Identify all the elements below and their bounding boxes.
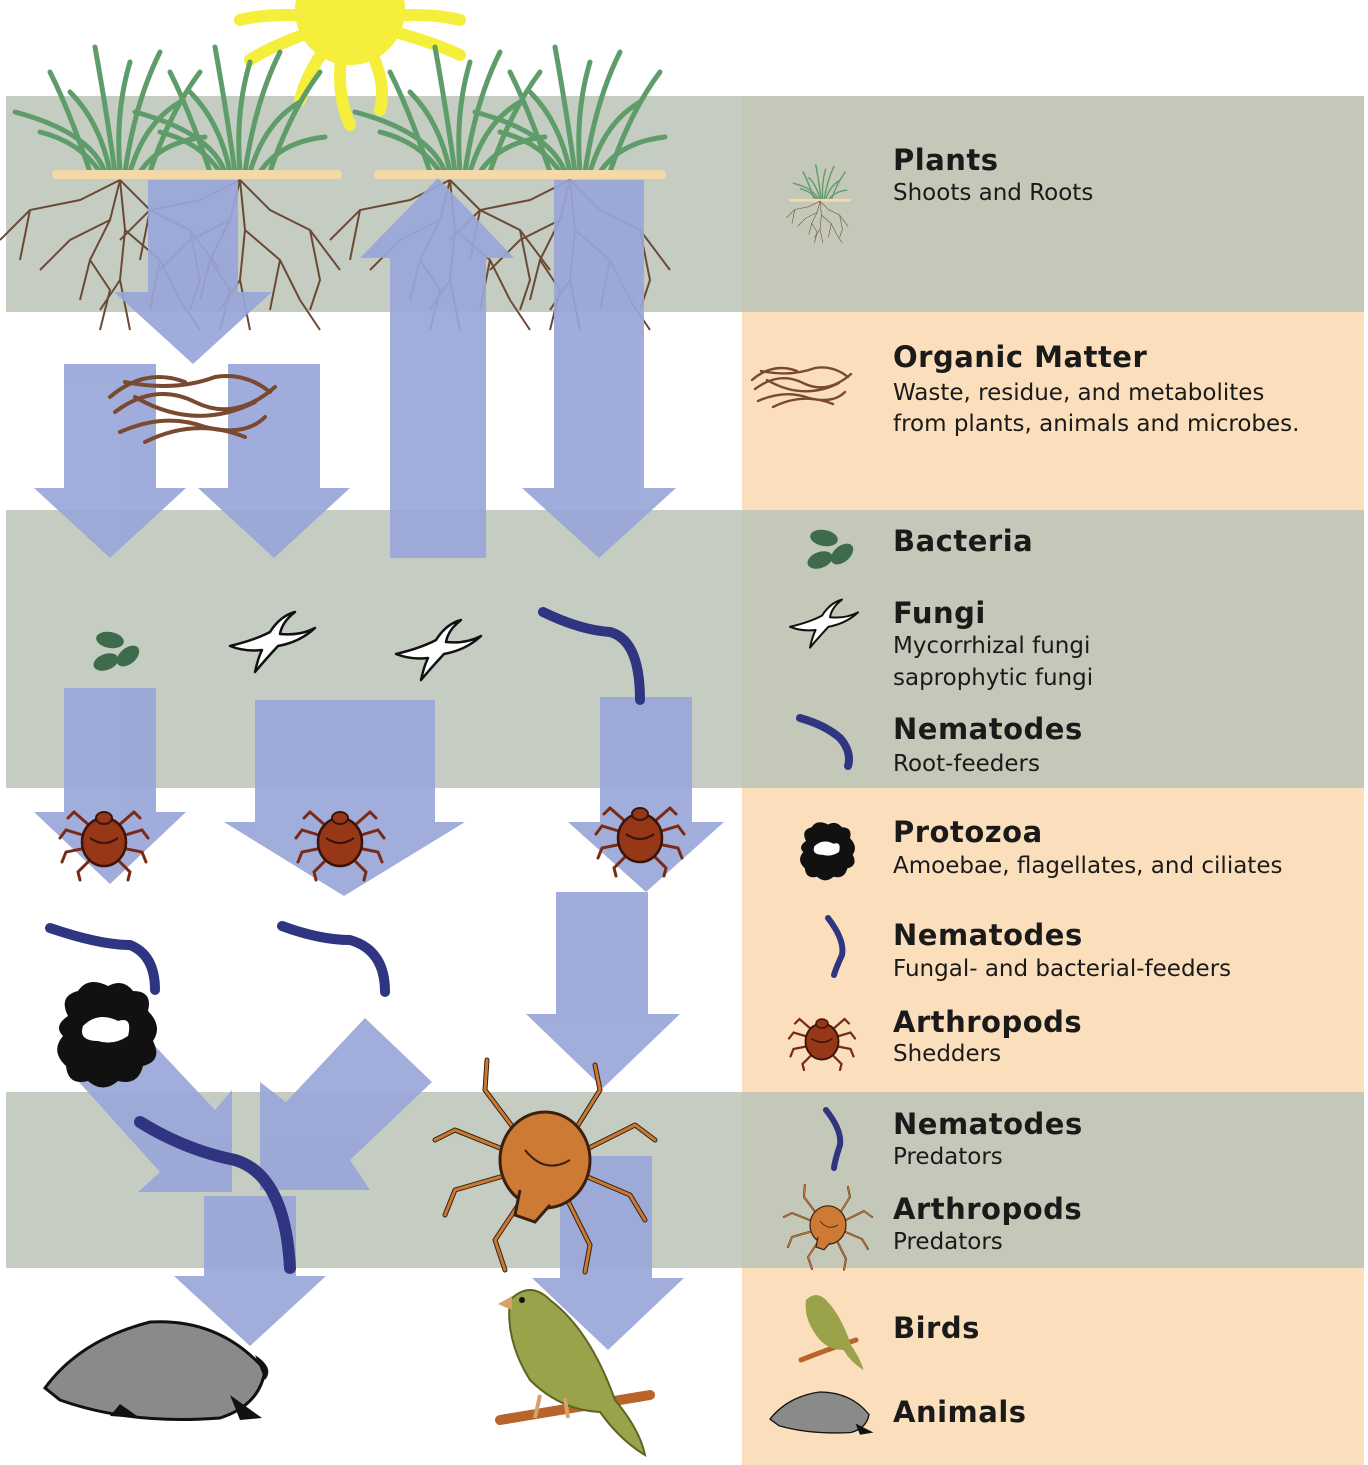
legend-subtitle-arthropods-shedders: Shedders bbox=[893, 1039, 1001, 1070]
legend-subtitle-nematodes-fungal: Fungal- and bacterial-feeders bbox=[893, 954, 1231, 985]
legend-title-arthropods-shedders: Arthropods bbox=[893, 1005, 1082, 1039]
band-higher-right bbox=[742, 1268, 1364, 1465]
arrow-fungi-to-plants bbox=[360, 178, 514, 558]
legend-title-animals: Animals bbox=[893, 1395, 1027, 1429]
legend-title-protozoa: Protozoa bbox=[893, 815, 1043, 849]
legend-line1-organic-matter: Waste, residue, and metabolites bbox=[893, 378, 1264, 409]
legend-title-nematodes-root: Nematodes bbox=[893, 712, 1083, 746]
legend-title-nematodes-predators: Nematodes bbox=[893, 1107, 1083, 1141]
legend-title-bacteria: Bacteria bbox=[893, 524, 1033, 558]
legend-title-plants: Plants bbox=[893, 143, 999, 177]
legend-title-birds: Birds bbox=[893, 1311, 980, 1345]
legend-title-fungi: Fungi bbox=[893, 596, 986, 630]
arrow-mite-to-spider bbox=[526, 892, 680, 1088]
legend-subtitle-protozoa: Amoebae, flagellates, and ciliates bbox=[893, 851, 1282, 882]
legend-subtitle-nematodes-predators: Predators bbox=[893, 1142, 1003, 1173]
legend-title-arthropods-predators: Arthropods bbox=[893, 1192, 1082, 1226]
legend-subtitle-nematodes-root: Root-feeders bbox=[893, 749, 1040, 780]
legend-subtitle-arthropods-predators: Predators bbox=[893, 1227, 1003, 1258]
legend-line2-organic-matter: from plants, animals and microbes. bbox=[893, 409, 1299, 440]
legend-line1-fungi: Mycorrhizal fungi bbox=[893, 631, 1090, 662]
nematode-icon bbox=[50, 928, 155, 990]
legend-title-organic-matter: Organic Matter bbox=[893, 340, 1147, 374]
legend-subtitle-plants: Shoots and Roots bbox=[893, 178, 1093, 209]
legend-title-nematodes-fungal: Nematodes bbox=[893, 918, 1083, 952]
legend-line2-fungi: saprophytic fungi bbox=[893, 663, 1093, 694]
mole-icon bbox=[45, 1322, 268, 1420]
nematode-icon bbox=[282, 926, 385, 992]
